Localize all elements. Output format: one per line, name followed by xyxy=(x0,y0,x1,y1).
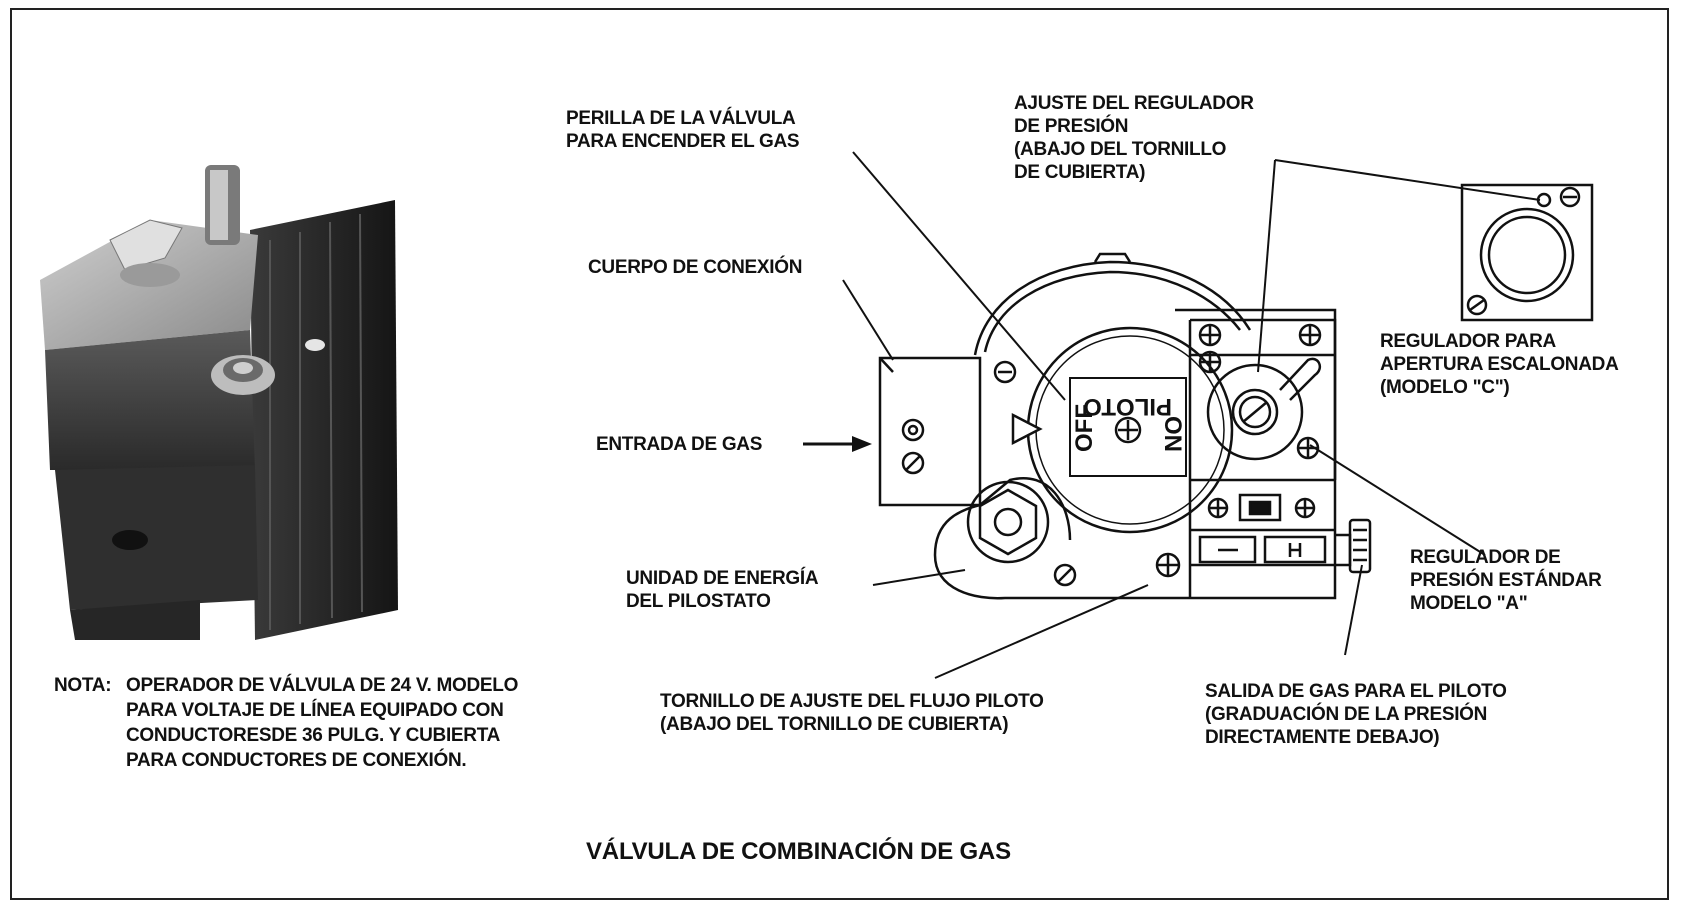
label-escalonada-line: (MODELO "C") xyxy=(1380,377,1510,398)
knob-markings: PILOTO OFF ON xyxy=(1071,393,1186,452)
label-tornillo-line: TORNILLO DE AJUSTE DEL FLUJO PILOTO xyxy=(660,691,1044,712)
label-regulador-estandar: REGULADOR DE PRESIÓN ESTÁNDAR MODELO "A" xyxy=(1410,546,1602,615)
note-line: CONDUCTORESDE 36 PULG. Y CUBIERTA xyxy=(126,725,501,746)
note-line: PARA CONDUCTORES DE CONEXIÓN. xyxy=(126,750,467,771)
label-escalonada-line: APERTURA ESCALONADA xyxy=(1380,354,1619,375)
leader-perilla xyxy=(852,151,1066,401)
label-salida-line: SALIDA DE GAS PARA EL PILOTO xyxy=(1205,681,1507,702)
label-cuerpo: CUERPO DE CONEXIÓN xyxy=(588,256,802,279)
label-salida-line: DIRECTAMENTE DEBAJO) xyxy=(1205,727,1440,748)
label-entrada-line: ENTRADA DE GAS xyxy=(596,434,763,455)
note-body: OPERADOR DE VÁLVULA DE 24 V. MODELO PARA… xyxy=(126,673,518,773)
leader-salida-piloto xyxy=(1344,564,1363,656)
step-regulator-detail xyxy=(1460,183,1594,322)
note-line: OPERADOR DE VÁLVULA DE 24 V. MODELO xyxy=(126,675,519,696)
label-tornillo-flujo: TORNILLO DE AJUSTE DEL FLUJO PILOTO (ABA… xyxy=(660,690,1044,736)
valve-operator-photo xyxy=(40,165,398,640)
label-regulador-escalonada: REGULADOR PARA APERTURA ESCALONADA (MODE… xyxy=(1380,330,1619,399)
label-perilla-line: PERILLA DE LA VÁLVULA xyxy=(566,108,796,129)
label-estandar-line: MODELO "A" xyxy=(1410,593,1528,614)
label-tornillo-line: (ABAJO DEL TORNILLO DE CUBIERTA) xyxy=(660,714,1009,735)
figure-title: VÁLVULA DE COMBINACIÓN DE GAS xyxy=(586,838,1011,865)
label-entrada: ENTRADA DE GAS xyxy=(596,433,762,456)
label-unidad-energia: UNIDAD DE ENERGÍA DEL PILOSTATO xyxy=(626,567,819,613)
label-unidad-line: DEL PILOSTATO xyxy=(626,591,771,612)
leader-regulador-estandar xyxy=(1309,444,1486,556)
combination-valve-diagram xyxy=(878,252,1372,600)
label-ajuste-line: DE CUBIERTA) xyxy=(1014,162,1146,183)
leader-cuerpo xyxy=(842,279,894,361)
label-salida-piloto: SALIDA DE GAS PARA EL PILOTO (GRADUACIÓN… xyxy=(1205,680,1507,749)
label-salida-line: (GRADUACIÓN DE LA PRESIÓN xyxy=(1205,704,1488,725)
leader-tornillo-flujo xyxy=(934,584,1149,679)
leader-lines xyxy=(842,151,1541,679)
label-perilla: PERILLA DE LA VÁLVULA PARA ENCENDER EL G… xyxy=(566,107,800,153)
label-estandar-line: REGULADOR DE xyxy=(1410,547,1561,568)
knob-on-text: ON xyxy=(1159,416,1186,452)
label-perilla-line: PARA ENCENDER EL GAS xyxy=(566,131,800,152)
label-ajuste-line: AJUSTE DEL REGULADOR xyxy=(1014,93,1254,114)
inlet-arrow xyxy=(803,436,872,452)
leader-unidad-energia xyxy=(872,569,966,586)
label-ajuste-regulador: AJUSTE DEL REGULADOR DE PRESIÓN (ABAJO D… xyxy=(1014,92,1254,184)
leader-ajuste-regulador xyxy=(1257,159,1276,373)
note-prefix: NOTA: xyxy=(54,675,112,696)
note-line: PARA VOLTAJE DE LÍNEA EQUIPADO CON xyxy=(126,700,504,721)
label-escalonada-line: REGULADOR PARA xyxy=(1380,331,1556,352)
label-ajuste-line: DE PRESIÓN xyxy=(1014,116,1129,137)
label-estandar-line: PRESIÓN ESTÁNDAR xyxy=(1410,570,1602,591)
knob-piloto-text: PILOTO xyxy=(1083,393,1172,420)
label-cuerpo-line: CUERPO DE CONEXIÓN xyxy=(588,257,803,278)
knob-off-text: OFF xyxy=(1071,404,1098,452)
leader-ajuste-regulador-detail xyxy=(1274,159,1541,201)
label-ajuste-line: (ABAJO DEL TORNILLO xyxy=(1014,139,1227,160)
label-unidad-line: UNIDAD DE ENERGÍA xyxy=(626,568,819,589)
